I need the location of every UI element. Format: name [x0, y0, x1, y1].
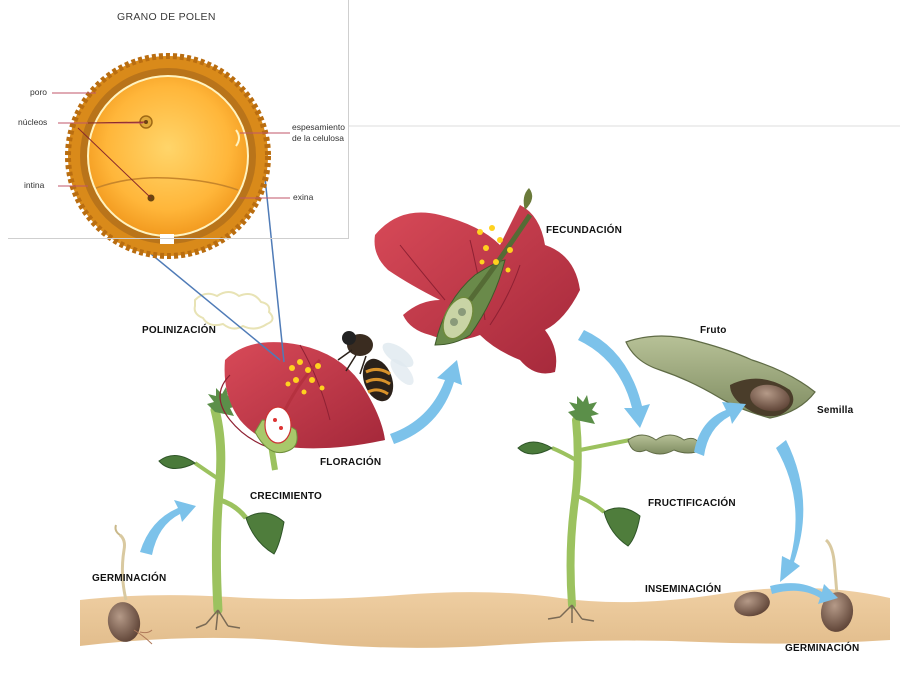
- pollen-grain: [68, 56, 268, 256]
- arrow-fructification-to-fruit: [694, 402, 746, 456]
- pollen-cloud: [195, 292, 273, 329]
- pollen-intine: [88, 76, 248, 236]
- flowering-plant: [220, 342, 385, 470]
- fruit-pod: [626, 336, 815, 418]
- label-germinacion-right: GERMINACIÓN: [785, 643, 859, 654]
- label-semilla: Semilla: [817, 405, 853, 416]
- label-crecimiento: CRECIMIENTO: [250, 491, 322, 502]
- label-inseminacion: INSEMINACIÓN: [645, 584, 721, 595]
- pollen-pore: [160, 234, 174, 244]
- fertilization-flower: [375, 188, 580, 374]
- label-floracion: FLORACIÓN: [320, 457, 381, 468]
- label-fruto: Fruto: [700, 325, 727, 336]
- label-germinacion-left: GERMINACIÓN: [92, 573, 166, 584]
- arrow-germination-to-growth: [140, 500, 196, 555]
- label-fructificacion: FRUCTIFICACIÓN: [648, 498, 736, 509]
- label-espesamiento-line2: de la celulosa: [292, 133, 344, 143]
- label-exina: exina: [293, 192, 313, 202]
- label-poro: poro: [30, 87, 47, 97]
- label-espesamiento-line1: espesamiento: [292, 122, 345, 132]
- label-polinizacion: POLINIZACIÓN: [142, 325, 216, 336]
- label-intina: intina: [24, 180, 44, 190]
- label-nucleos: núcleos: [18, 117, 47, 127]
- connector-line: [264, 168, 284, 362]
- label-fecundacion: FECUNDACIÓN: [546, 225, 622, 236]
- pollen-inset-title: GRANO DE POLEN: [117, 11, 216, 23]
- arrow-seed-to-insemination: [776, 440, 803, 582]
- soil-band: [80, 588, 890, 648]
